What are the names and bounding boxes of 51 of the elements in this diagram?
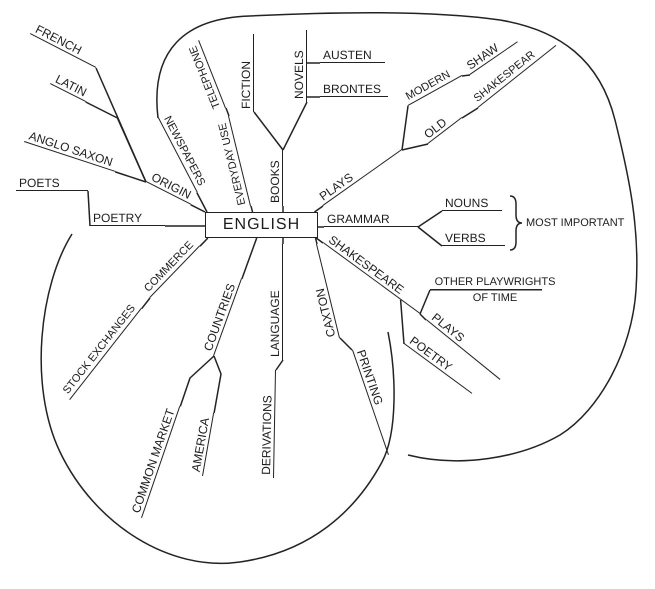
branch-label: AMERICA [187,410,214,476]
branch-line [314,238,318,244]
branch-line [316,237,324,244]
branch-line [419,290,431,314]
branch-line [225,108,230,116]
branch-line [114,171,146,183]
branch-line [190,204,206,213]
branch-label: DERIVATIONS [258,370,276,478]
branch-label: NOVELS [291,30,307,102]
branch-label: GRAMMAR [324,211,418,227]
branch-line [400,300,405,344]
branch-line [253,112,284,150]
branch-line [241,238,258,280]
central-topic-box: ENGLISH [205,212,318,238]
branch-line [282,206,284,212]
branch-line [180,355,214,407]
branch-label: LANGUAGE [267,244,283,360]
branch-line [165,225,205,227]
branch-line [402,143,428,151]
branch-label: AUSTEN [320,47,385,63]
branch-line [213,356,222,414]
branch-label: BRONTES [320,81,388,97]
branch-line [419,313,427,321]
branch-line [95,68,147,182]
branch-line [401,106,409,150]
branch-label: BOOKS [267,150,283,206]
branch-line [318,226,324,228]
branch-label: POETRY [90,210,165,226]
branch-line [307,62,320,64]
branch-line [418,210,442,228]
branch-line [418,226,442,247]
branch-label: FICTION [238,34,254,112]
branch-line [196,192,208,212]
note-label: MOST IMPORTANT [526,216,624,231]
branch-label: OLD [418,105,462,144]
branch-label: VERBS [442,230,505,246]
branch-line [314,205,324,213]
branch-label: NOUNS [442,195,502,211]
branch-label: POETS [16,175,88,191]
branch-line [462,74,470,77]
branch-label: ANGLO SAXON [24,126,120,172]
branch-line [339,337,353,351]
branch-line [282,102,308,150]
branch-line [282,238,284,244]
branch-line [141,298,151,310]
branch-line [250,206,254,212]
branch-line [462,107,478,119]
branch-line [307,96,320,98]
branch-line [199,237,208,247]
branch-line [275,360,284,370]
branch-line [87,190,91,226]
